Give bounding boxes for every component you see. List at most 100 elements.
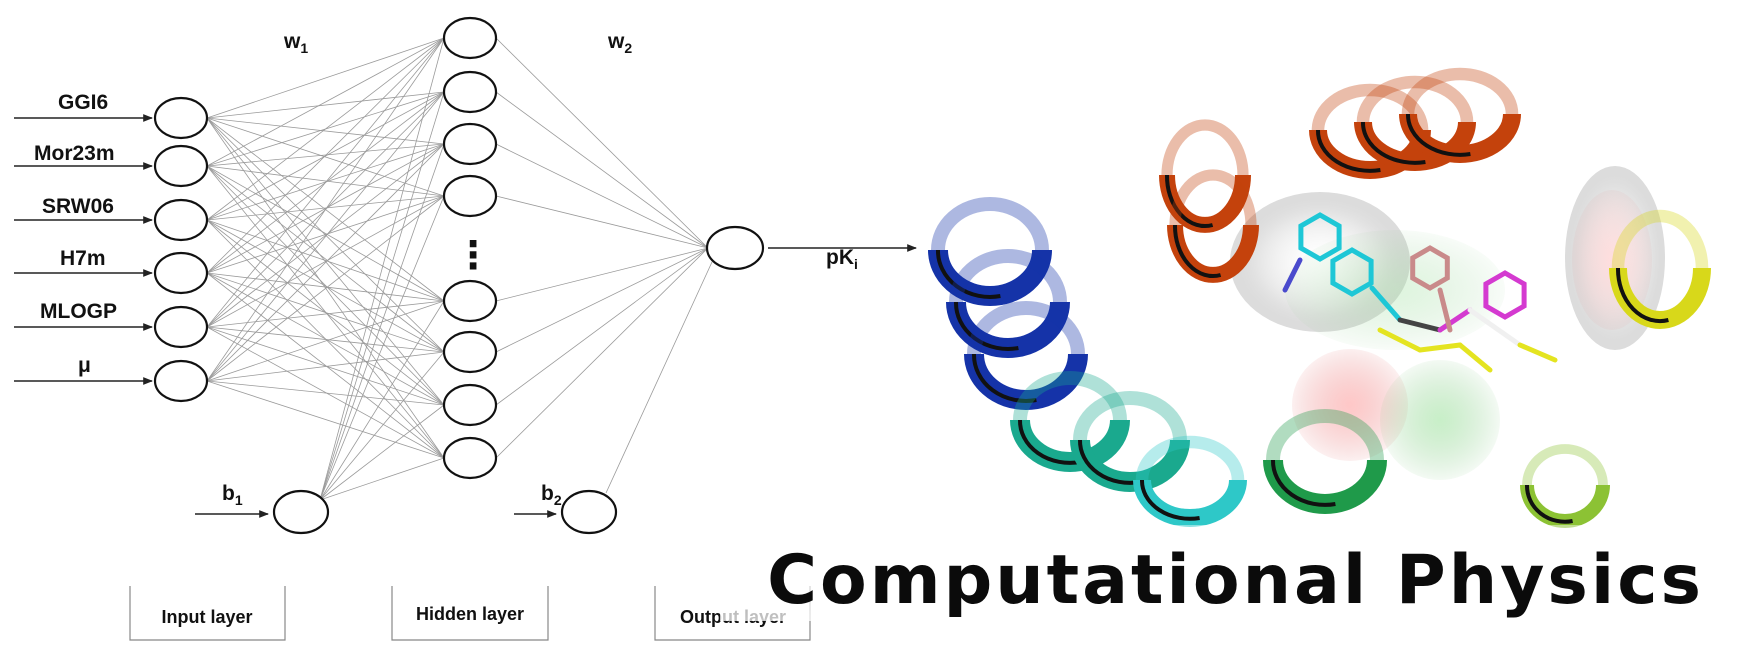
weight-connection	[319, 300, 445, 501]
hidden-output-connections	[495, 37, 713, 494]
weight-label-w2: w2	[607, 30, 632, 56]
ligand-bond	[1457, 342, 1493, 373]
helix-edge	[1017, 419, 1081, 465]
weight-connection	[206, 195, 445, 274]
output-label: pKi	[826, 246, 858, 272]
weight-label-w1-sub: 1	[300, 40, 308, 56]
weight-connection	[206, 117, 445, 145]
ligand-bond	[1377, 327, 1423, 353]
weight-label-w2-sub: 2	[624, 40, 632, 56]
input-node	[153, 144, 209, 188]
ligand-bond	[1517, 342, 1558, 363]
input-node	[153, 96, 209, 140]
output-node	[705, 225, 765, 271]
banner-backdrop	[720, 525, 1738, 621]
weight-connection	[206, 37, 445, 328]
weight-connection	[206, 143, 445, 328]
helix-edge	[1164, 174, 1214, 228]
weight-label-w1: w1	[283, 30, 308, 56]
input-node	[153, 251, 209, 295]
weight-connection	[206, 300, 445, 382]
input-label: GGI6	[58, 91, 108, 114]
input-node	[153, 359, 209, 403]
helix-edge	[1405, 113, 1471, 157]
weight-connection	[206, 272, 445, 353]
weight-connection	[206, 380, 445, 406]
helix-edge	[953, 301, 1019, 351]
weight-connection	[206, 37, 445, 382]
hidden-node	[442, 383, 498, 427]
input-label: μ	[78, 354, 91, 377]
helix-edge	[1172, 224, 1222, 278]
helix-turn-front	[1520, 484, 1610, 528]
weight-connection	[206, 37, 445, 119]
helix-edge	[935, 249, 1001, 299]
hidden-layer-bracket	[391, 586, 549, 641]
helix-edge	[1615, 267, 1669, 324]
molecular-surface	[1292, 349, 1408, 461]
helix-edge	[1360, 121, 1426, 165]
weight-connection	[206, 326, 445, 406]
weight-connection	[206, 351, 445, 382]
bias-label-b2-main: b	[541, 482, 554, 505]
input-node	[153, 305, 209, 349]
helix-turn-front	[1263, 459, 1387, 514]
weight-connection	[495, 247, 709, 302]
weight-connection	[206, 219, 445, 353]
helix-edge	[1315, 129, 1381, 173]
weight-connection	[206, 272, 445, 406]
weight-label-w1-main: w	[283, 30, 301, 53]
banner-title: Computational Physics	[767, 541, 1704, 620]
weight-connection	[206, 165, 445, 353]
weight-connection	[495, 247, 709, 406]
hidden-node	[442, 16, 498, 60]
weight-connection	[206, 195, 445, 382]
helix-blue	[928, 197, 1088, 410]
ligand-bond	[1369, 285, 1403, 323]
helix-edge	[1270, 459, 1336, 507]
input-layer-nodes	[153, 96, 209, 403]
helix-teal	[1010, 371, 1190, 492]
protein-structure-image	[928, 67, 1711, 528]
weight-connection	[206, 37, 445, 167]
weight-connection	[495, 37, 709, 249]
weight-connection	[206, 326, 445, 353]
input-label: MLOGP	[40, 300, 117, 323]
weight-connection	[495, 143, 709, 249]
ligand-ring	[1483, 270, 1527, 320]
weight-connection	[206, 37, 445, 221]
output-label-sub: i	[854, 256, 858, 272]
input-labels: GGI6 Mor23m SRW06 H7m MLOGP μ	[34, 91, 117, 377]
weight-connection	[495, 91, 709, 249]
weight-connection	[206, 37, 445, 274]
weight-connection	[206, 300, 445, 328]
bias-label-b2-sub: 2	[554, 492, 562, 508]
helix-edge	[1524, 484, 1573, 524]
bias-label-b1: b1	[222, 482, 243, 508]
weight-connection	[206, 117, 445, 197]
molecular-surface	[1285, 230, 1505, 350]
helix-turn-front	[1010, 419, 1130, 472]
weight-connection	[206, 165, 445, 406]
weight-connection	[319, 143, 445, 501]
helix-orange-left	[1159, 119, 1259, 283]
helix-edge	[971, 353, 1037, 403]
input-node	[153, 198, 209, 242]
input-label: SRW06	[42, 195, 114, 218]
ligand-ring	[1330, 247, 1374, 297]
ligand-bond	[1282, 257, 1303, 293]
weight-connection	[319, 457, 445, 501]
ligand-ring	[1410, 245, 1450, 291]
helix-orange-top	[1309, 67, 1521, 179]
weight-connection	[206, 272, 445, 302]
weight-connection	[206, 326, 445, 459]
weight-connection	[206, 91, 445, 119]
bias-node-b1	[272, 489, 330, 535]
helix-green	[1263, 409, 1387, 514]
bias-node-b2	[560, 489, 618, 535]
weight-connection	[206, 143, 445, 382]
weight-connection	[495, 247, 709, 353]
weight-connection	[206, 91, 445, 382]
weight-connection	[605, 261, 713, 494]
input-layer-bracket	[129, 586, 286, 641]
